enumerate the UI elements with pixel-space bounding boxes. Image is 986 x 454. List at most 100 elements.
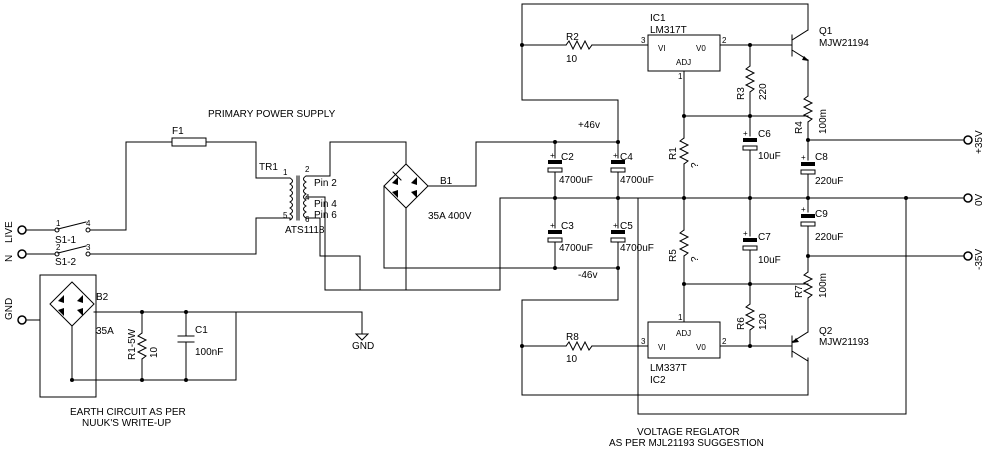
ic1-vo: V0	[696, 44, 706, 53]
transistor-q2: Q2 MJW21193	[791, 299, 869, 362]
zero-terminal	[963, 193, 973, 203]
tr1-pin2-label: Pin 2	[314, 178, 337, 189]
c9-ref: C9	[815, 209, 828, 220]
c1-value: 100nF	[195, 347, 223, 358]
tr1-pin4-label: Pin 4	[314, 199, 337, 210]
b1-ref: B1	[440, 176, 453, 187]
c6-plus: +	[743, 129, 748, 138]
s1-1-label: S1-1	[55, 235, 77, 246]
ic2-p2: 2	[722, 337, 727, 346]
r2-ref: R2	[566, 32, 579, 43]
ic1-p1: 1	[678, 72, 683, 81]
c2-plus: +	[550, 151, 555, 160]
ic2-part: LM337T	[650, 363, 687, 374]
ic2-p1: 1	[678, 313, 683, 322]
c4-value: 4700uF	[620, 175, 654, 186]
ic1-ref: IC1	[650, 13, 666, 24]
c3-plus: +	[550, 221, 555, 230]
positive-regulator: IC1 LM317T VI V0 ADJ 3 2 1 R2 10 R3 220	[520, 3, 809, 143]
s1-pin2: 2	[56, 243, 61, 252]
c9-value: 220uF	[815, 232, 843, 243]
c7-value: 10uF	[758, 255, 781, 266]
r5-value: ?	[690, 256, 701, 262]
c7-ref: C7	[758, 232, 771, 243]
r3-ref: R3	[736, 87, 747, 100]
filter-capacitors: + + + + C2 4700uF C4 4700uF C3 4700uF C5…	[475, 120, 907, 291]
r1-5w-value: 10	[149, 346, 160, 358]
c4-plus: +	[613, 151, 618, 160]
r1-5w-ref: R1-5W	[127, 328, 138, 360]
r4-value: 100m	[818, 109, 829, 134]
r8-value: 10	[566, 354, 578, 365]
ic1-adj: ADJ	[676, 58, 691, 67]
ic1-part: LM317T	[650, 25, 687, 36]
c2-ref: C2	[561, 152, 574, 163]
zero-label: 0V	[974, 193, 985, 206]
tr1-ref: TR1	[259, 162, 278, 173]
r3-value: 220	[758, 83, 769, 100]
tr1-n6: 6	[305, 215, 310, 224]
c3-value: 4700uF	[559, 243, 593, 254]
rail-neg46: -46v	[578, 270, 597, 281]
tr1-n4: 4	[305, 193, 310, 202]
gnd-terminal	[17, 315, 27, 325]
c5-plus: +	[613, 221, 618, 230]
q1-part: MJW21194	[819, 38, 869, 49]
regulator-note-line1: VOLTAGE REGLATOR	[637, 427, 740, 438]
adjust-network-negative: R5 ? + C7 10uF	[668, 197, 809, 286]
s1-pin4: 4	[86, 219, 91, 228]
r8-ref: R8	[566, 332, 579, 343]
ic2-ref: IC2	[650, 375, 666, 386]
c8-plus: +	[801, 153, 806, 162]
negative-regulator: LM337T IC2 VI V0 ADJ 3 2 1 R8 10 R6 120	[520, 283, 809, 396]
gnd-symbol-label: GND	[352, 341, 374, 352]
input-terminals: LIVE N GND	[4, 221, 27, 325]
s1-pin3: 3	[86, 243, 91, 252]
negative-output: + C9 220uF R7 100m -35V	[794, 197, 985, 301]
r1-ref: R1	[668, 147, 679, 160]
c5-ref: C5	[620, 221, 633, 232]
c3-ref: C3	[561, 221, 574, 232]
live-label: LIVE	[4, 221, 15, 243]
primary-power-supply-note: PRIMARY POWER SUPPLY	[208, 109, 336, 120]
c8-value: 220uF	[815, 176, 843, 187]
switch-s1: 1 4 2 3 S1-1 S1-2	[25, 219, 257, 268]
ic1-vi: VI	[658, 44, 666, 53]
regulator-note-line2: AS PER MJL21193 SUGGESTION	[609, 438, 764, 449]
fuse-f1: F1	[125, 126, 291, 231]
b2-rating: 35A	[96, 326, 114, 337]
r2-value: 10	[566, 54, 578, 65]
ic2-vi: VI	[658, 343, 666, 352]
tr1-part: ATS1118	[285, 225, 325, 236]
tr1-n2: 2	[305, 165, 310, 174]
live-terminal	[17, 225, 27, 235]
tr1-n1: 1	[283, 168, 288, 177]
neutral-label: N	[4, 255, 15, 262]
earth-note-line2: NUUK'S WRITE-UP	[82, 418, 171, 429]
r7-ref: R7	[794, 285, 805, 298]
transformer-tr1: TR1 ATS1118 Pin 2 Pin 4 Pin 6 1 2 4 5 6	[255, 141, 407, 257]
r4-ref: R4	[794, 121, 805, 134]
neg35-label: -35V	[974, 249, 985, 270]
earth-note-line1: EARTH CIRCUIT AS PER	[70, 407, 186, 418]
ic1-p3: 3	[641, 36, 646, 45]
bridge-b1: B1 35A 400V	[383, 141, 477, 291]
r7-value: 100m	[818, 273, 829, 298]
s1-pin1: 1	[56, 219, 61, 228]
c5-value: 4700uF	[620, 243, 654, 254]
c6-value: 10uF	[758, 151, 781, 162]
neutral-terminal	[17, 249, 27, 259]
c7-plus: +	[743, 229, 748, 238]
q2-part: MJW21193	[819, 337, 869, 348]
transistor-q1: Q1 MJW21194	[791, 26, 869, 97]
ic2-vo: V0	[696, 343, 706, 352]
r6-value: 120	[758, 313, 769, 330]
b1-rating: 35A 400V	[428, 211, 472, 222]
r5-ref: R5	[668, 249, 679, 262]
c1-ref: C1	[195, 325, 208, 336]
ic2-adj: ADJ	[676, 329, 691, 338]
c8-ref: C8	[815, 152, 828, 163]
c6-ref: C6	[758, 129, 771, 140]
tr1-pin6-label: Pin 6	[314, 210, 337, 221]
